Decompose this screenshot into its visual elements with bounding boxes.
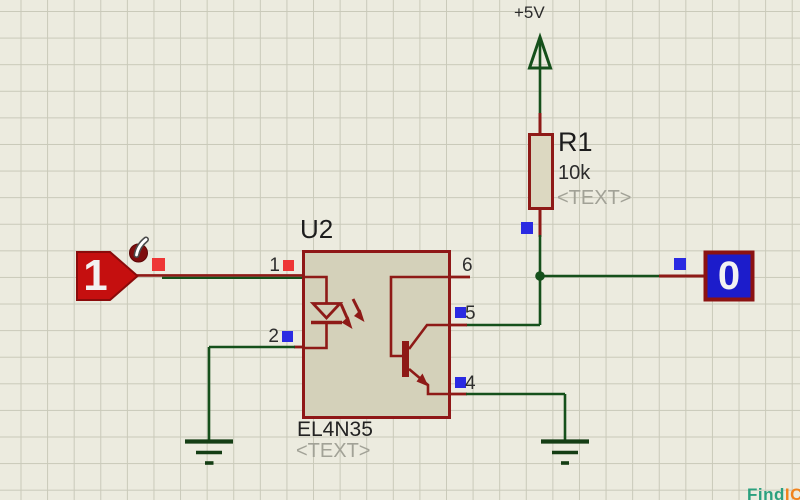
input-state-indicator (152, 258, 165, 271)
logic-input[interactable] (76, 236, 304, 301)
resistor-r1[interactable] (528, 113, 554, 237)
light-arrow-shaft (339, 303, 350, 321)
resistor-ref-label: R1 (558, 127, 593, 157)
watermark-ic-text: IC (784, 485, 800, 500)
probe-state-indicator (674, 258, 686, 270)
chip-body (302, 250, 451, 419)
findic-watermark: FindIC (747, 485, 800, 500)
resistor-text-placeholder: <TEXT> (557, 187, 632, 209)
logic-input-tag (76, 251, 140, 301)
chip-text-placeholder: <TEXT> (296, 440, 371, 462)
transistor-base-bar (402, 341, 409, 377)
logic-probe[interactable] (659, 250, 755, 302)
ground-symbol-left[interactable] (185, 439, 233, 465)
led-triangle-icon (309, 302, 344, 321)
light-arrow-head (354, 309, 365, 322)
logic-input-state-value: 1 (83, 250, 108, 300)
watermark-find-text: Find (747, 485, 785, 500)
net-collector[interactable] (466, 235, 661, 327)
light-arrow-shaft (351, 298, 362, 314)
transistor-emitter (408, 368, 449, 396)
junction-dot (535, 271, 545, 281)
led-anode-lead (303, 275, 328, 304)
emitter-arrow-head (416, 373, 429, 387)
transistor-base-lead (389, 275, 449, 358)
resistor-body (528, 133, 554, 210)
resistor-value-label: 10k (558, 162, 591, 184)
led-cathode-lead (303, 322, 328, 350)
ground-symbol-right[interactable] (541, 439, 589, 465)
vcc-terminal[interactable] (527, 32, 553, 114)
light-arrows-icon (339, 298, 365, 329)
pin4-number-label: 4 (465, 373, 476, 394)
transistor-collector (407, 323, 449, 350)
pin1-state-indicator (283, 260, 294, 271)
logic-probe-state-value: 0 (717, 253, 741, 298)
toggle-lever-icon (135, 238, 148, 257)
pin5-number-label: 5 (465, 303, 476, 324)
net-emitter-ground[interactable] (466, 392, 567, 441)
logic-input-toggle[interactable] (129, 236, 149, 263)
pin4-state-indicator (455, 377, 466, 388)
vcc-label: +5V (514, 3, 545, 22)
pin2-number-label: 2 (268, 326, 279, 347)
light-arrow-head (341, 316, 353, 329)
logic-probe-box (703, 250, 755, 302)
pin6-number-label: 6 (462, 255, 473, 276)
net-cathode-ground[interactable] (207, 345, 295, 441)
pin2-state-indicator (282, 331, 293, 342)
chip-ref-label: U2 (300, 214, 334, 244)
resistor-net-state-indicator (521, 222, 533, 234)
pin1-number-label: 1 (269, 255, 280, 276)
chip-part-number-label: EL4N35 (297, 418, 373, 441)
pin5-state-indicator (455, 307, 466, 318)
optocoupler-u2[interactable] (294, 250, 470, 419)
